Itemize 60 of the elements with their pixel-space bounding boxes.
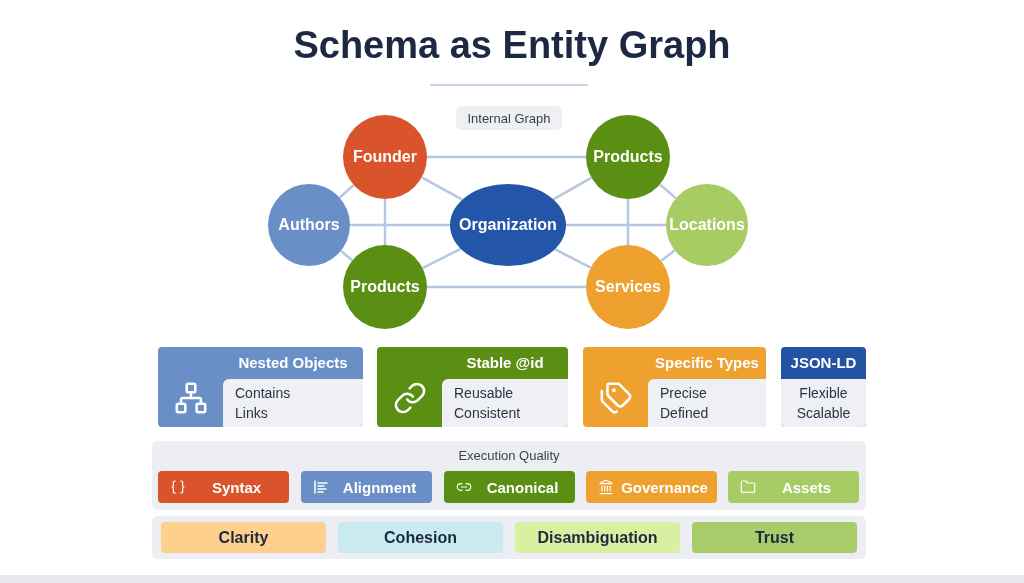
quality-tag (158, 471, 289, 503)
quality-tag (728, 471, 859, 503)
card-body (648, 379, 766, 427)
entity-label: Services (595, 278, 661, 296)
card-body-text: Contains Links (235, 384, 291, 423)
graph-label: Internal Graph (467, 110, 551, 126)
connector-line (383, 199, 387, 245)
quality-tag (586, 471, 717, 503)
entity-label: Authors (278, 216, 340, 234)
card-body (781, 379, 866, 427)
entity-label: Products (350, 278, 420, 296)
connector-line (427, 285, 586, 289)
connector-line (421, 176, 463, 201)
feature-card (583, 347, 766, 427)
card-heading: JSON-LD (789, 354, 858, 371)
card-heading: Nested Objects (237, 354, 349, 371)
panel-heading: Execution Quality (457, 448, 561, 463)
outcome-label: Disambiguation (537, 528, 658, 547)
group-panel (152, 516, 866, 559)
group-panel (152, 441, 866, 510)
tag-label: Alignment (341, 478, 418, 496)
diagram-title: Schema as Entity Graph (293, 24, 731, 67)
connector-line (552, 176, 593, 201)
outcome-tile (692, 522, 857, 553)
entity-label: Organization (459, 216, 557, 234)
card-heading: Stable @id (465, 354, 545, 371)
entity-label: Products (593, 148, 663, 166)
feature-card (781, 347, 866, 427)
connector-line (340, 249, 354, 262)
card-body-text: Precise Defined (660, 384, 709, 423)
quality-tag (301, 471, 432, 503)
card-body-text: Reusable Consistent (454, 384, 521, 423)
card-heading: Specific Types (654, 354, 760, 371)
tag-label: Canonical (485, 478, 560, 496)
connector-line (421, 247, 462, 270)
tag-label: Syntax (210, 478, 263, 496)
connector-line (626, 199, 630, 245)
entity-label: Founder (353, 148, 417, 166)
connector-line (554, 248, 592, 269)
tag-label: Governance (620, 478, 709, 496)
card-body (223, 379, 363, 427)
outcome-tile (161, 522, 326, 553)
connector-line (338, 184, 355, 199)
outcome-tile (338, 522, 503, 553)
outcome-tile (515, 522, 680, 553)
card-body-text: Flexible Scalable (796, 384, 851, 423)
connector-line (659, 183, 677, 200)
quality-tag (444, 471, 575, 503)
outcome-label: Clarity (218, 528, 269, 547)
connector-line (427, 155, 586, 159)
card-body (442, 379, 568, 427)
outcome-label: Trust (754, 528, 795, 547)
connector-line (350, 223, 450, 227)
tag-label: Assets (780, 478, 833, 496)
connector-line (660, 249, 676, 263)
connector-line (566, 223, 666, 227)
entity-label: Locations (669, 216, 745, 234)
feature-card (377, 347, 568, 427)
outcome-label: Cohesion (384, 528, 457, 547)
feature-card (158, 347, 363, 427)
